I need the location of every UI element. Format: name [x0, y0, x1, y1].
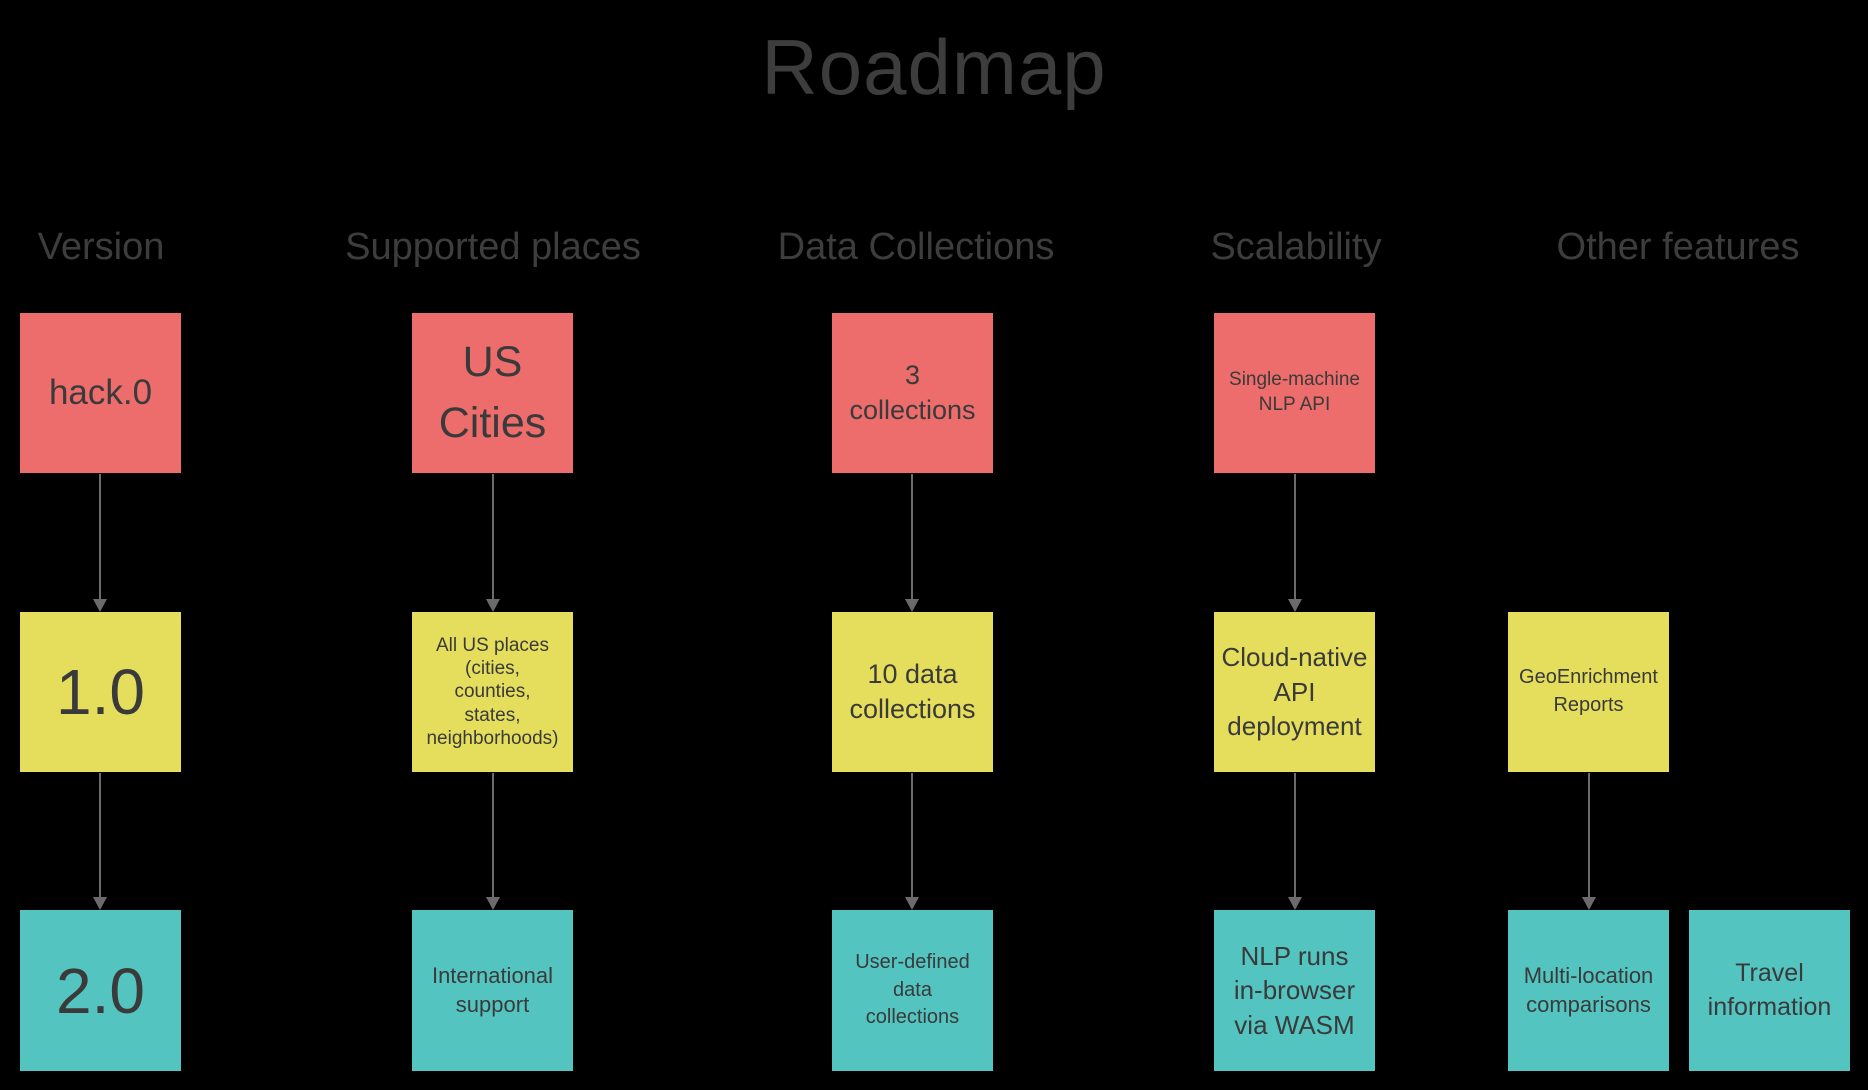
node-scalability-single-machine: Single-machine NLP API: [1214, 313, 1375, 473]
node-scalability-cloud-native: Cloud-native API deployment: [1214, 612, 1375, 772]
node-version-2-0: 2.0: [20, 910, 181, 1071]
arrow-down-icon-version-1: [93, 474, 107, 612]
column-header-other: Other features: [1556, 226, 1800, 268]
arrow-down-icon-collections-2: [905, 773, 919, 910]
arrow-down-icon-scalability-1: [1288, 474, 1302, 612]
column-header-places: Supported places: [345, 226, 641, 268]
column-header-version: Version: [37, 226, 165, 268]
arrow-down-icon-places-1: [486, 474, 500, 612]
arrow-down-icon-places-2: [486, 773, 500, 910]
arrow-down-icon-collections-1: [905, 474, 919, 612]
node-other-travel-info: Travel information: [1689, 910, 1850, 1071]
node-other-multi-location: Multi-location comparisons: [1508, 910, 1669, 1071]
column-header-collections: Data Collections: [777, 226, 1055, 268]
diagram-title: Roadmap: [761, 23, 1107, 111]
node-version-1-0: 1.0: [20, 612, 181, 772]
node-collections-10: 10 data collections: [832, 612, 993, 772]
arrow-down-icon-scalability-2: [1288, 773, 1302, 910]
node-scalability-wasm: NLP runs in-browser via WASM: [1214, 910, 1375, 1071]
arrow-down-icon-other-1: [1582, 773, 1596, 910]
node-collections-user-defined: User-defined data collections: [832, 910, 993, 1071]
node-places-us-cities: US Cities: [412, 313, 573, 473]
node-places-international: International support: [412, 910, 573, 1071]
node-places-all-us: All US places (cities, counties, states,…: [412, 612, 573, 772]
column-header-scalability: Scalability: [1210, 226, 1382, 268]
node-version-hack0: hack.0: [20, 313, 181, 473]
node-other-geoenrichment: GeoEnrichment Reports: [1508, 612, 1669, 772]
node-collections-3: 3 collections: [832, 313, 993, 473]
arrow-down-icon-version-2: [93, 773, 107, 910]
